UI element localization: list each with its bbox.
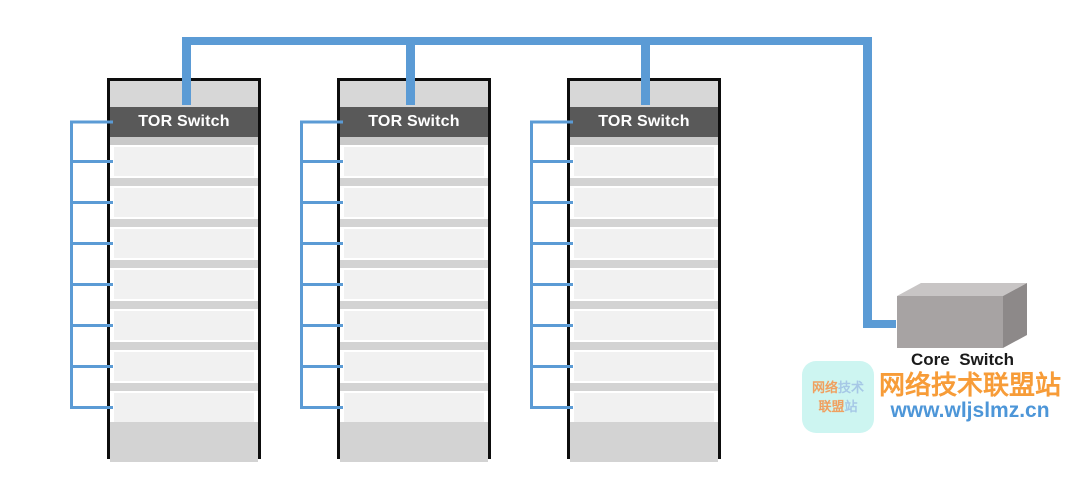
rack-slots <box>570 147 718 422</box>
rack-bottom-panel <box>340 422 488 462</box>
tor-switch-header: TOR Switch <box>340 107 488 137</box>
rack-strip <box>110 137 258 145</box>
rack-slot <box>574 270 714 299</box>
rack-slot <box>114 188 254 217</box>
core-switch-box <box>897 283 1027 348</box>
site-logo-badge: 网络技术 联盟站 <box>802 361 874 433</box>
rack-divider <box>340 178 488 186</box>
rack-slot <box>574 147 714 176</box>
logo-line-1: 网络技术 <box>812 378 864 398</box>
rack-slot <box>114 393 254 422</box>
bus-vertical-right <box>863 37 872 328</box>
rack-top-panel <box>110 81 258 107</box>
rack-divider <box>340 301 488 309</box>
rack-strip <box>570 137 718 145</box>
rack-divider <box>340 383 488 391</box>
rack-divider <box>340 219 488 227</box>
bus-stub-core-switch <box>863 320 896 328</box>
uplink-bus-line <box>182 37 896 328</box>
rack-slot <box>574 311 714 340</box>
rack-divider <box>110 301 258 309</box>
rack-divider <box>110 383 258 391</box>
rack-bottom-panel <box>110 422 258 462</box>
rack-slot <box>574 188 714 217</box>
rack-slot <box>344 229 484 258</box>
logo-line-2: 联盟站 <box>818 397 857 417</box>
rack-divider <box>570 260 718 268</box>
logo-text-blue: 技术 <box>838 379 865 395</box>
rack-divider <box>570 342 718 350</box>
rack-slot <box>344 393 484 422</box>
rack-top-panel <box>570 81 718 107</box>
rack-bottom-panel <box>570 422 718 462</box>
logo-text-orange: 网络 <box>811 379 838 395</box>
rack-slot <box>574 352 714 381</box>
rack-divider <box>110 219 258 227</box>
rack-slot <box>114 147 254 176</box>
rack-divider <box>570 219 718 227</box>
rack-slot <box>114 229 254 258</box>
rack-divider <box>570 178 718 186</box>
rack-divider <box>110 260 258 268</box>
rack-divider <box>110 342 258 350</box>
core-switch-front-face <box>897 296 1003 348</box>
rack-divider <box>340 342 488 350</box>
rack-divider <box>570 383 718 391</box>
rack-slots <box>110 147 258 422</box>
core-switch-side-face <box>1003 283 1027 348</box>
rack-slot <box>114 352 254 381</box>
rack-divider <box>340 260 488 268</box>
watermark-site-name: 网络技术联盟站 <box>878 370 1061 400</box>
logo-text-blue: 站 <box>844 399 858 414</box>
rack-slot <box>344 352 484 381</box>
rack-slot <box>344 311 484 340</box>
rack-strip <box>340 137 488 145</box>
rack-top-panel <box>340 81 488 107</box>
rack-slot <box>344 188 484 217</box>
tor-switch-label: TOR Switch <box>368 113 460 130</box>
rack-1: TOR Switch <box>107 78 261 462</box>
bus-horizontal <box>182 37 872 45</box>
tor-switch-header: TOR Switch <box>110 107 258 137</box>
core-switch-top-face <box>897 283 1027 296</box>
watermark-site-url: www.wljslmz.cn <box>890 399 1050 422</box>
tor-switch-label: TOR Switch <box>598 113 690 130</box>
rack-2: TOR Switch <box>337 78 491 462</box>
tor-switch-label: TOR Switch <box>138 113 230 130</box>
rack-divider <box>570 301 718 309</box>
rack-slot <box>114 311 254 340</box>
rack-slot <box>574 393 714 422</box>
rack-slot <box>574 229 714 258</box>
rack-slot <box>344 270 484 299</box>
rack-slot <box>344 147 484 176</box>
logo-text-orange: 联盟 <box>818 399 845 414</box>
tor-switch-header: TOR Switch <box>570 107 718 137</box>
rack-divider <box>110 178 258 186</box>
rack-slot <box>114 270 254 299</box>
core-switch-label: Core Switch <box>911 350 1014 369</box>
rack-3: TOR Switch <box>567 78 721 462</box>
rack-slots <box>340 147 488 422</box>
